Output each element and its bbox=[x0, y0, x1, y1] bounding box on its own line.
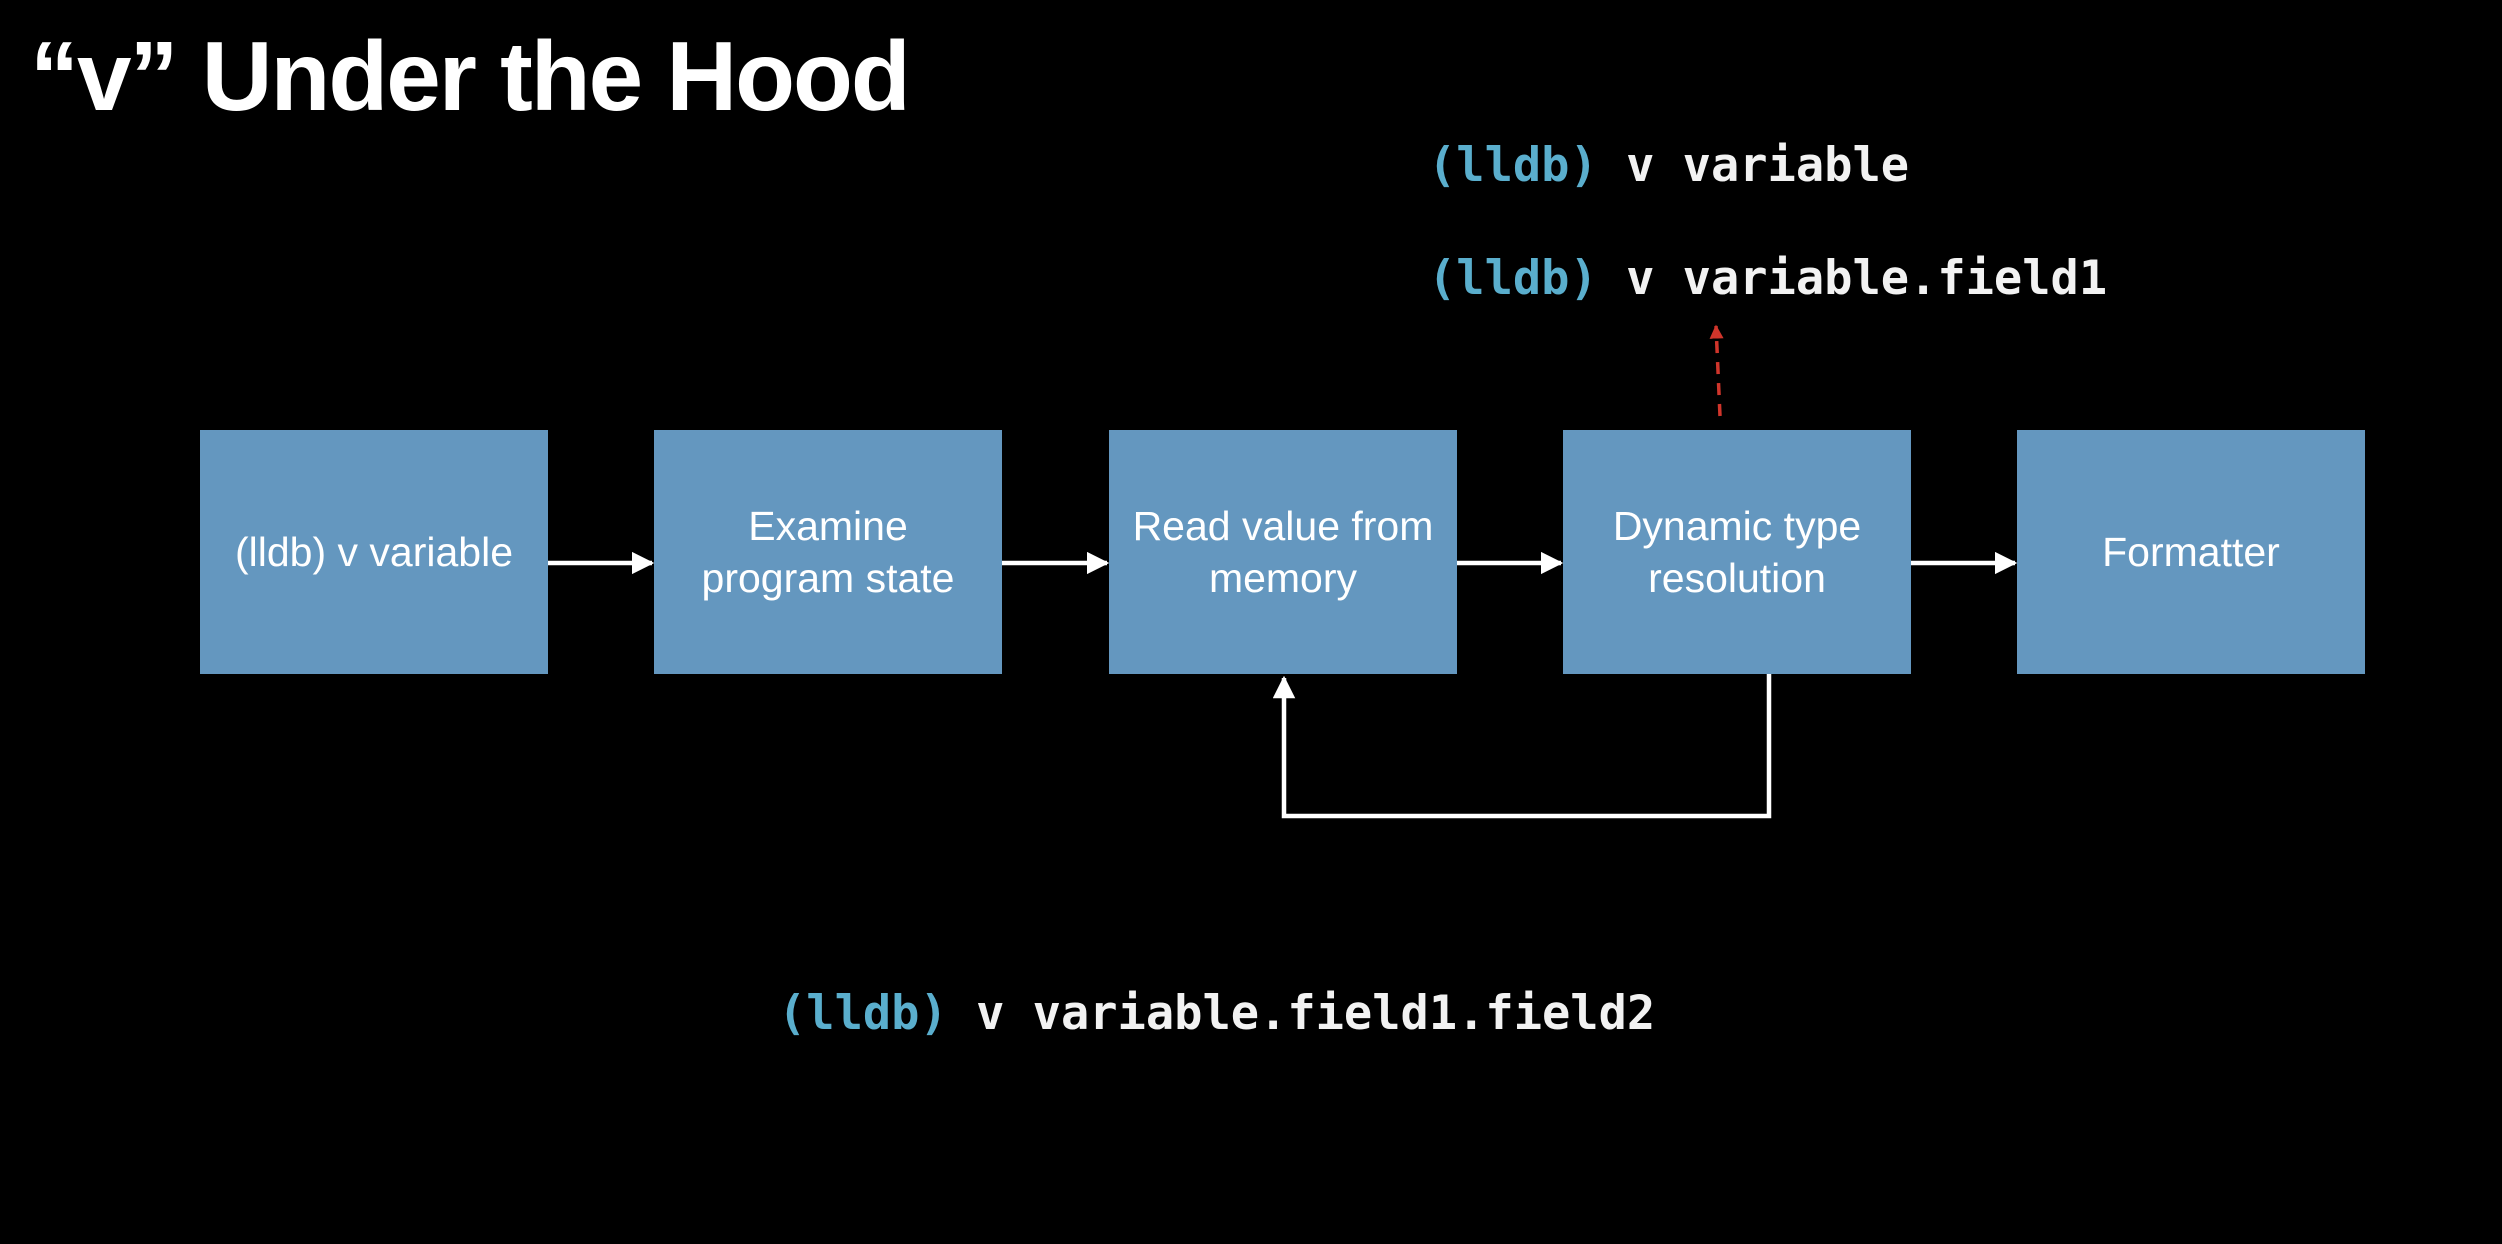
command-text: v variable bbox=[1597, 138, 1910, 193]
step-box-formatter: Formatter bbox=[2017, 430, 2365, 674]
step-label: Examine program state bbox=[701, 503, 955, 601]
loop-back-arrow bbox=[1272, 674, 1772, 819]
step-label: Formatter bbox=[2102, 529, 2280, 575]
slide-title: “v” Under the Hood bbox=[30, 21, 911, 131]
step-box-examine-state: Examine program state bbox=[654, 430, 1002, 674]
lldb-prompt: (lldb) bbox=[1428, 138, 1598, 193]
dashed-arrow-to-field1 bbox=[1709, 324, 1724, 417]
step-label: Dynamic type resolution bbox=[1612, 503, 1862, 601]
step-label: (lldb) v variable bbox=[235, 529, 513, 575]
step-box-read-memory: Read value from memory bbox=[1109, 430, 1457, 674]
step-box-command: (lldb) v variable bbox=[200, 430, 548, 674]
command-text: v variable.field1 bbox=[1597, 251, 2108, 306]
step-label: Read value from memory bbox=[1132, 503, 1434, 601]
command-line-field2: (lldb) v variable.field1.field2 bbox=[778, 990, 1655, 1037]
lldb-prompt: (lldb) bbox=[1428, 251, 1598, 306]
command-line-variable: (lldb) v variable bbox=[1428, 142, 1909, 189]
lldb-prompt: (lldb) bbox=[778, 986, 948, 1041]
command-line-field1: (lldb) v variable.field1 bbox=[1428, 255, 2107, 302]
step-box-dynamic-type: Dynamic type resolution bbox=[1563, 430, 1911, 674]
command-text: v variable.field1.field2 bbox=[947, 986, 1656, 1041]
